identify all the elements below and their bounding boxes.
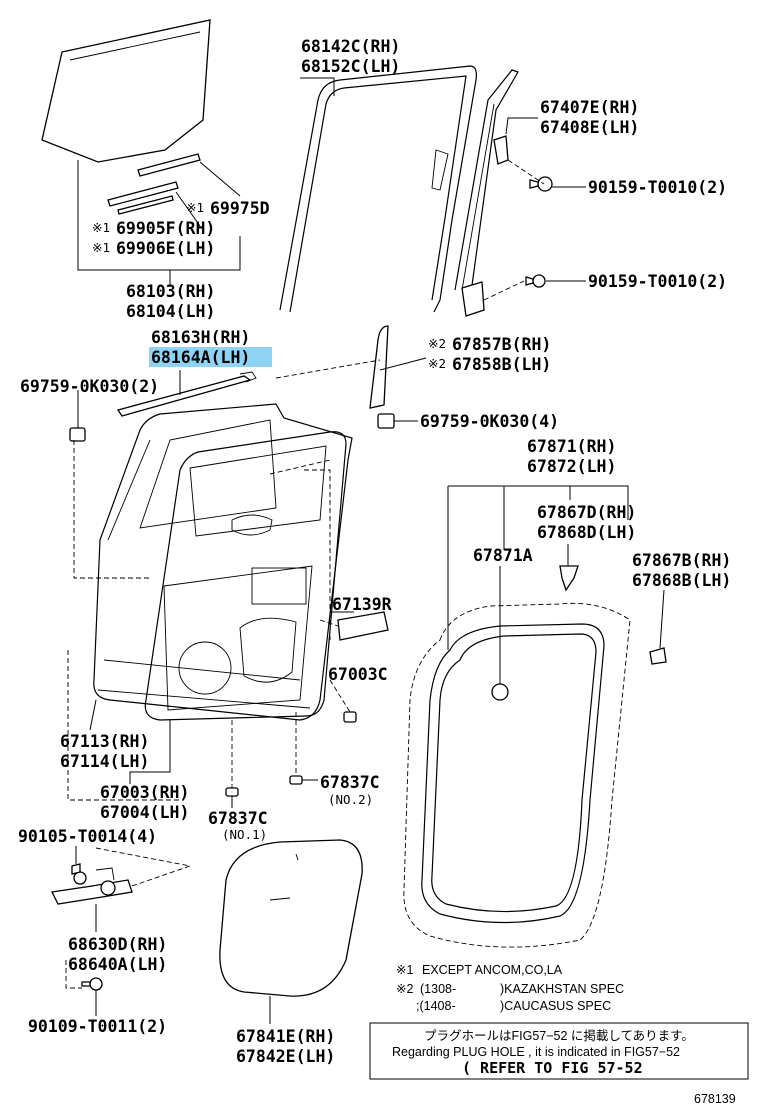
label-67003c: 67003C: [328, 665, 388, 684]
label-67837c-no2: 67837C: [320, 773, 380, 792]
door-inner-drawing: [144, 431, 347, 721]
bolt-90105-drawing: [71, 863, 81, 875]
bolt-90109-drawing: [81, 977, 103, 991]
label-67842e: 67842E(LH): [236, 1047, 335, 1066]
mark-69975d: ※1: [186, 200, 204, 215]
label-90159-lower: 90159-T0010(2): [588, 272, 727, 291]
refbox-refer: ( REFER TO FIG 57-52: [462, 1059, 643, 1077]
belt-moulding-drawing: [116, 371, 257, 417]
label-67858b: 67858B(LH): [452, 355, 551, 374]
label-68104: 68104(LH): [126, 302, 215, 321]
label-69905f: 69905F(RH): [116, 219, 215, 238]
reference-box: プラグホールはFIG57−52 に掲載してあります。 Regarding PLU…: [369, 1022, 749, 1080]
note2-b-text: )CAUCASUS SPEC: [500, 999, 611, 1013]
label-67407e: 67407E(RH): [540, 98, 639, 117]
garnish-67857-drawing: [369, 325, 389, 409]
label-67867d: 67867D(RH): [537, 503, 636, 522]
channel-strips-drawing: [107, 153, 201, 215]
label-69759-right: 69759-0K030(4): [420, 412, 559, 431]
label-67837c-no2-sub: (NO.2): [328, 792, 373, 807]
label-69759-left: 69759-0K030(2): [20, 377, 159, 396]
plug-67837c-no1-drawing: [225, 787, 239, 797]
label-90105: 90105-T0014(4): [18, 827, 157, 846]
bolt-90159-lower: [525, 274, 546, 288]
label-90159-upper: 90159-T0010(2): [588, 178, 727, 197]
note2-b: ;(1408-: [416, 999, 456, 1013]
mark-69905f: ※1: [92, 220, 110, 235]
label-67139r: 67139R: [332, 595, 392, 614]
note1-text: EXCEPT ANCOM,CO,LA: [422, 963, 563, 977]
label-67408e: 67408E(LH): [540, 118, 639, 137]
glass-run-drawing: [279, 65, 477, 313]
label-68164a: 68164A(LH): [151, 348, 250, 367]
plug-67003c-drawing: [343, 711, 357, 723]
label-67868d: 67868D(LH): [537, 523, 636, 542]
label-67857b: 67857B(RH): [452, 335, 551, 354]
door-glass-drawing: [41, 19, 211, 163]
label-68163h: 68163H(RH): [151, 328, 250, 347]
label-68152c: 68152C(LH): [301, 57, 400, 76]
mark-67857b: ※2: [428, 336, 446, 351]
clip-69759-left: [69, 427, 86, 442]
label-69906e: 69906E(LH): [116, 239, 215, 258]
label-67871: 67871(RH): [527, 437, 616, 456]
label-67003: 67003(RH): [100, 783, 189, 802]
label-67871a: 67871A: [473, 546, 533, 565]
leader-lines: [65, 77, 665, 1024]
weatherstrip-drawing: [403, 565, 667, 948]
label-67004: 67004(LH): [100, 803, 189, 822]
label-67841e: 67841E(RH): [236, 1027, 335, 1046]
label-67114: 67114(LH): [60, 752, 149, 771]
label-67872: 67872(LH): [527, 457, 616, 476]
note2-a: (1308-: [420, 982, 456, 996]
bolt-90159-upper: [529, 176, 553, 192]
service-cover-drawing: [219, 839, 363, 997]
label-68640a: 68640A(LH): [68, 955, 167, 974]
highlight-68164a: [149, 347, 272, 367]
mark-67858b: ※2: [428, 356, 446, 371]
note1-mark: ※1: [396, 963, 413, 977]
refbox-jp: プラグホールはFIG57−52 に掲載してあります。: [424, 1028, 694, 1043]
label-67868b: 67868B(LH): [632, 571, 731, 590]
label-68630d: 68630D(RH): [68, 935, 167, 954]
label-67837c-no1: 67837C: [208, 809, 268, 828]
plug-67837c-no2-drawing: [289, 775, 303, 785]
footnotes: ※1 EXCEPT ANCOM,CO,LA ※2 (1308- )KAZAKHS…: [396, 963, 624, 1013]
refbox-en: Regarding PLUG HOLE , it is indicated in…: [392, 1045, 680, 1059]
label-90109: 90109-T0011(2): [28, 1017, 167, 1036]
hinge-drawing: [51, 867, 133, 905]
division-bar-drawing: [454, 69, 519, 317]
label-67837c-no1-sub: (NO.1): [222, 827, 267, 842]
door-panel-drawing: [93, 403, 353, 721]
cover-67139-drawing: [337, 611, 389, 641]
note2-a-text: )KAZAKHSTAN SPEC: [500, 982, 624, 996]
figure-number: 678139: [694, 1092, 736, 1106]
label-67867b: 67867B(RH): [632, 551, 731, 570]
note2-mark: ※2: [396, 982, 413, 996]
label-68103: 68103(RH): [126, 282, 215, 301]
clip-69759-right: [377, 413, 395, 429]
label-68142c: 68142C(RH): [301, 37, 400, 56]
mark-69906e: ※1: [92, 240, 110, 255]
label-67113: 67113(RH): [60, 732, 149, 751]
label-69975d: 69975D: [210, 199, 270, 218]
